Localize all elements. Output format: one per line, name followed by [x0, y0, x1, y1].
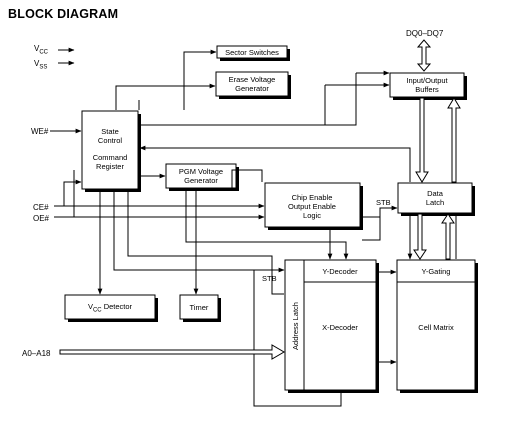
cell-matrix-block: Y-Gating Cell Matrix	[396, 259, 478, 393]
cell-matrix-label: Cell Matrix	[418, 323, 454, 332]
svg-text:Control: Control	[98, 136, 123, 145]
y-decoder-label: Y-Decoder	[322, 267, 358, 276]
svg-text:Sector Switches: Sector Switches	[225, 48, 279, 57]
io-buffers-block: Input/Output Buffers	[389, 72, 467, 100]
address-decoder-block: Address Latch Y-Decoder X-Decoder	[284, 259, 379, 393]
pin-vss-label: VSS	[34, 59, 47, 71]
erase-voltage-generator-block: Erase Voltage Generator	[215, 71, 291, 99]
svg-text:PGM Voltage: PGM Voltage	[179, 167, 223, 176]
y-gating-label: Y-Gating	[422, 267, 451, 276]
svg-text:Generator: Generator	[235, 84, 269, 93]
svg-text:Timer: Timer	[190, 303, 209, 312]
vcc-detector-block: VCC Detector	[64, 294, 158, 322]
stb-label-left: STB	[262, 274, 277, 283]
data-latch-block: Data Latch	[397, 182, 475, 216]
svg-text:Register: Register	[96, 162, 124, 171]
state-control-block: State Control Command Register	[81, 110, 141, 192]
pin-we-label: WE#	[31, 127, 49, 136]
pin-dq-label: DQ0–DQ7	[406, 29, 444, 38]
diagram-title: BLOCK DIAGRAM	[8, 7, 119, 21]
svg-text:Output Enable: Output Enable	[288, 202, 336, 211]
svg-text:Command: Command	[93, 153, 128, 162]
svg-text:VCC Detector: VCC Detector	[88, 302, 133, 314]
svg-text:State: State	[101, 127, 119, 136]
x-decoder-label: X-Decoder	[322, 323, 358, 332]
svg-text:Chip Enable: Chip Enable	[292, 193, 333, 202]
pin-address-label: A0–A18	[22, 349, 51, 358]
sector-switches-block: Sector Switches	[216, 45, 290, 61]
svg-text:Input/Output: Input/Output	[406, 76, 448, 85]
svg-text:Logic: Logic	[303, 211, 321, 220]
svg-text:Generator: Generator	[184, 176, 218, 185]
svg-text:Latch: Latch	[426, 198, 444, 207]
address-latch-label: Address Latch	[291, 302, 300, 350]
svg-text:Erase Voltage: Erase Voltage	[229, 75, 276, 84]
stb-label-right: STB	[376, 198, 391, 207]
svg-text:Data: Data	[427, 189, 444, 198]
svg-text:Buffers: Buffers	[415, 85, 439, 94]
timer-block: Timer	[179, 294, 221, 322]
pgm-voltage-generator-block: PGM Voltage Generator	[165, 163, 239, 191]
bus-arrows	[59, 39, 461, 360]
pin-oe-label: OE#	[33, 214, 50, 223]
pin-ce-label: CE#	[33, 203, 49, 212]
chip-enable-logic-block: Chip Enable Output Enable Logic	[264, 182, 363, 230]
connection-wires	[50, 49, 457, 407]
pin-vcc-label: VCC	[34, 44, 49, 56]
